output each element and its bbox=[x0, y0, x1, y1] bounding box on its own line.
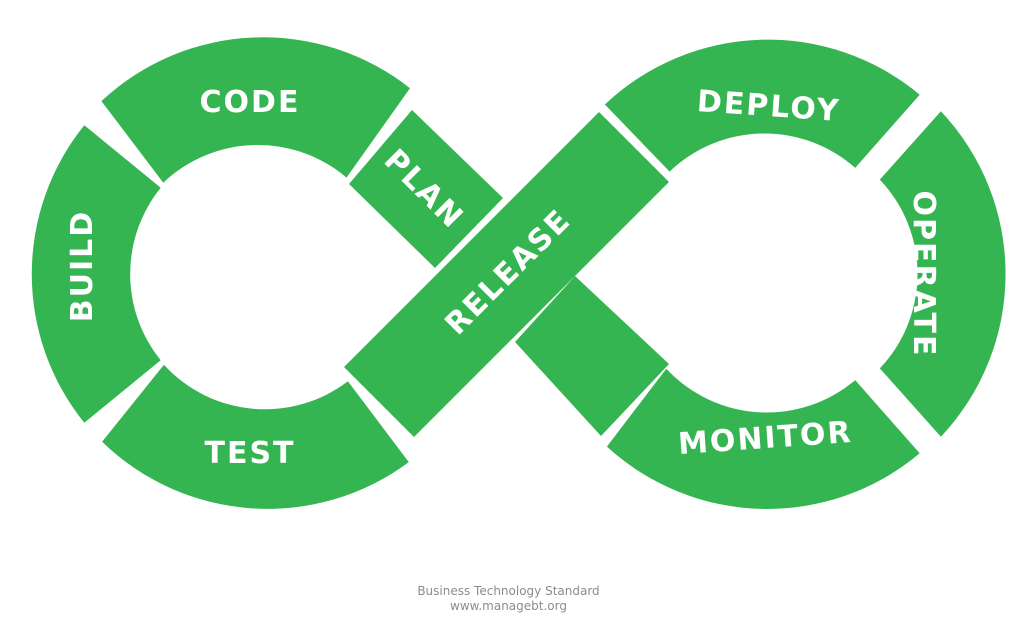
stage-label-code: CODE bbox=[200, 85, 301, 120]
segment-deploy bbox=[604, 39, 920, 172]
segment-code bbox=[101, 37, 411, 183]
footer-website-link[interactable]: www.managebt.org bbox=[450, 599, 567, 613]
stage-label-test: TEST bbox=[204, 436, 295, 471]
segment-lower-crossing bbox=[515, 276, 669, 436]
stage-label-build: BUILD bbox=[65, 210, 100, 322]
segment-release bbox=[344, 112, 669, 437]
segment-build bbox=[31, 125, 161, 423]
segment-operate bbox=[879, 111, 1006, 437]
stage-label-operate: OPERATE bbox=[906, 191, 941, 358]
segment-plan bbox=[349, 110, 503, 268]
segment-monitor bbox=[606, 368, 920, 509]
footer-publisher: Business Technology Standard bbox=[417, 584, 600, 598]
segment-test bbox=[102, 364, 409, 509]
